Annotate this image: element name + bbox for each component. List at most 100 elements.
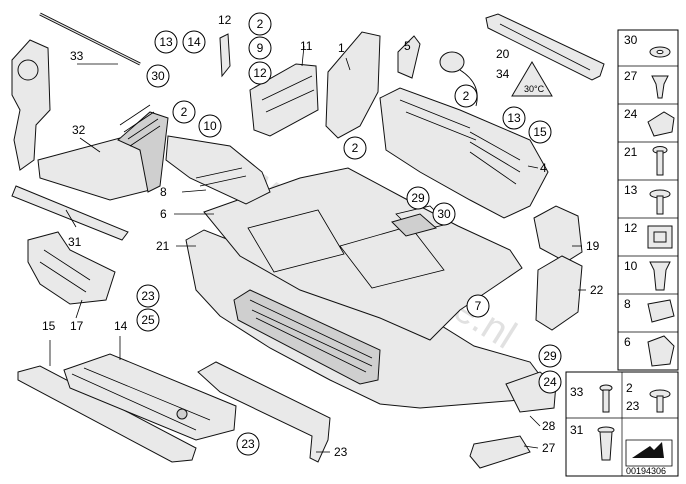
- bottom-label-23: 23: [626, 399, 640, 413]
- callout-1: 1: [338, 41, 345, 55]
- callout-30: 29: [406, 186, 430, 210]
- collar-screw-icon: [649, 189, 671, 215]
- legend-label-8: 8: [624, 297, 631, 311]
- callout-12-b: 13: [502, 106, 526, 130]
- clip-nut-icon: [647, 225, 673, 249]
- direction-arrow-icon: [625, 439, 673, 467]
- callout-8-a: 9: [248, 36, 272, 60]
- svg-text:2: 2: [181, 105, 188, 119]
- legend-label-12: 12: [624, 221, 638, 235]
- callout-15: 14: [114, 319, 128, 333]
- bracket-clip-icon: [647, 335, 675, 367]
- callout-10: 12: [248, 61, 272, 85]
- callout-32: 33: [70, 49, 84, 63]
- callout-20: 23: [334, 445, 348, 459]
- callout-23-b: 24: [538, 370, 562, 394]
- callout-2-a: 2: [248, 12, 272, 36]
- bolt-icon: [599, 384, 613, 413]
- screw-icon: [652, 146, 668, 176]
- callout-4: 5: [404, 39, 411, 53]
- callout-23-a: 23: [136, 284, 160, 308]
- svg-text:24: 24: [543, 375, 557, 389]
- part-1-side-panel: [325, 31, 381, 139]
- bottom-label-33: 33: [570, 385, 584, 399]
- legend-label-6: 6: [624, 335, 631, 349]
- svg-text:12: 12: [253, 66, 267, 80]
- callout-3: 4: [540, 161, 547, 175]
- part-3-air-duct: [379, 87, 549, 219]
- expanding-rivet-icon: [651, 75, 669, 99]
- svg-text:2: 2: [463, 89, 470, 103]
- part-20-deflector: [197, 361, 331, 463]
- svg-text:23: 23: [241, 437, 255, 451]
- callout-7: 8: [160, 185, 167, 199]
- callout-31: 30: [432, 202, 456, 226]
- torx-screw-icon: [649, 389, 671, 413]
- legend-label-30: 30: [624, 33, 638, 47]
- legend-label-27: 27: [624, 69, 638, 83]
- callout-19: 22: [590, 283, 604, 297]
- part-17-bracket: [533, 205, 583, 263]
- callout-28: 32: [72, 123, 86, 137]
- plastic-rivet-icon: [597, 426, 615, 461]
- spring-nut-icon: [647, 111, 675, 137]
- leader-lines: [49, 45, 586, 453]
- part-11-bracket: [219, 33, 231, 78]
- legend-label-24: 24: [624, 107, 638, 121]
- svg-text:13: 13: [507, 111, 521, 125]
- callout-22: 17: [70, 319, 84, 333]
- part-25-plate: [469, 435, 531, 469]
- part-28-left-panel: [11, 39, 169, 201]
- svg-text:14: 14: [187, 35, 201, 49]
- part-15-air-duct: [63, 353, 237, 441]
- callout-6: 7: [466, 294, 490, 318]
- part-19-bracket: [535, 255, 583, 331]
- svg-text:29: 29: [411, 191, 425, 205]
- svg-text:29: 29: [543, 349, 557, 363]
- part-5-underbody-panel: [203, 167, 523, 341]
- svg-text:2: 2: [352, 141, 359, 155]
- part-22-deflector: [27, 231, 116, 305]
- bottom-fastener-legend: 33 2 23 31 00194306: [565, 371, 679, 477]
- callout-2-b: 2: [172, 100, 196, 124]
- svg-text:9: 9: [257, 41, 264, 55]
- part-34-warning-label: 30°C: [511, 61, 553, 97]
- callout-29: 31: [68, 235, 82, 249]
- flat-clip-icon: [647, 299, 675, 323]
- bottom-label-31: 31: [570, 423, 584, 437]
- cap-part: [439, 51, 478, 107]
- callout-21: 23: [236, 432, 260, 456]
- svg-text:30: 30: [151, 69, 165, 83]
- callout-14: 20: [496, 47, 510, 61]
- callout-11: 12: [218, 13, 232, 27]
- callout-2-d: 2: [454, 84, 478, 108]
- svg-text:13: 13: [159, 35, 173, 49]
- callout-18: 21: [156, 239, 170, 253]
- callout-34: 34: [496, 67, 510, 81]
- callout-16: 15: [42, 319, 56, 333]
- diagram-number: 00194306: [626, 466, 666, 476]
- part-7-shield: [165, 135, 271, 205]
- callout-17: 19: [586, 239, 600, 253]
- callout-25: 27: [542, 441, 556, 455]
- part-32-rod: [39, 12, 141, 66]
- callouts: 33 32 31 17 15 14 12 11 1 5 20 34 8 6 21…: [42, 12, 604, 459]
- callout-33-main: 30: [146, 64, 170, 88]
- legend-label-21: 21: [624, 145, 638, 159]
- fastener-legend: 30 27 24 21 13 12 10 8 6: [617, 29, 679, 371]
- part-14-top-cover: [485, 13, 605, 81]
- callout-27: 29: [538, 344, 562, 368]
- svg-text:15: 15: [533, 125, 547, 139]
- bottom-label-2: 2: [626, 381, 633, 395]
- push-rivet-icon: [649, 261, 671, 291]
- callout-24: 25: [136, 308, 160, 332]
- legend-label-10: 10: [624, 259, 638, 273]
- svg-text:30: 30: [437, 207, 451, 221]
- callout-9: 11: [300, 39, 313, 53]
- legend-label-13: 13: [624, 183, 638, 197]
- callout-5: 6: [160, 207, 167, 221]
- callout-8-b: 10: [198, 114, 222, 138]
- part-4-cover: [397, 35, 421, 79]
- callout-13-b: 15: [528, 120, 552, 144]
